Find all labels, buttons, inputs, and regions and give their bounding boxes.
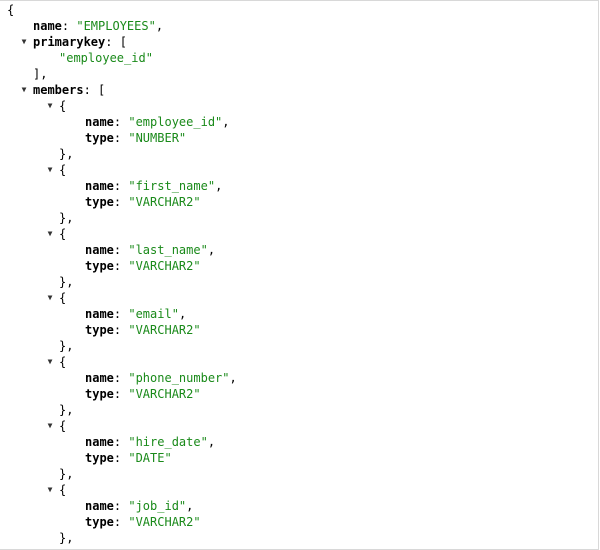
primarykey-line: primarykey: [ — [33, 35, 127, 49]
member-toggle-icon[interactable]: ▼ — [47, 229, 53, 238]
key-label: type — [85, 451, 114, 465]
member-name-value: "hire_date" — [128, 435, 208, 449]
member-close-brace: }, — [59, 339, 74, 353]
key-label: name — [85, 179, 114, 193]
key-label: type — [85, 131, 114, 145]
key-label: name — [85, 307, 114, 321]
close-bracket: ], — [33, 67, 48, 81]
member-type-value: "VARCHAR2" — [128, 515, 201, 529]
member-name-line: name: "job_id", — [85, 499, 194, 513]
member-open-brace: { — [59, 419, 67, 433]
member-name-value: "last_name" — [128, 243, 208, 257]
member-toggle-icon[interactable]: ▼ — [47, 293, 53, 302]
member-toggle-icon[interactable]: ▼ — [47, 101, 53, 110]
member-toggle-icon[interactable]: ▼ — [47, 165, 53, 174]
member-close-brace: }, — [59, 467, 74, 481]
key-label: name — [33, 19, 62, 33]
primarykey-value: "employee_id" — [59, 51, 153, 65]
key-label: members — [33, 83, 84, 97]
key-label: name — [85, 499, 114, 513]
member-name-line: name: "email", — [85, 307, 187, 321]
member-type-line: type: "VARCHAR2" — [85, 387, 201, 401]
member-name-line: name: "employee_id", — [85, 115, 230, 129]
key-label: name — [85, 115, 114, 129]
key-label: type — [85, 259, 114, 273]
member-open-brace: { — [59, 227, 67, 241]
member-type-value: "VARCHAR2" — [128, 387, 201, 401]
member-type-line: type: "NUMBER" — [85, 131, 187, 145]
member-close-brace: }, — [59, 275, 74, 289]
member-type-line: type: "DATE" — [85, 451, 172, 465]
member-name-value: "email" — [128, 307, 179, 321]
members-line: members: [ — [33, 83, 106, 97]
member-name-line: name: "hire_date", — [85, 435, 216, 449]
root-name-value: "EMPLOYEES" — [76, 19, 156, 33]
member-open-brace: { — [59, 355, 67, 369]
key-label: name — [85, 243, 114, 257]
member-close-brace: }, — [59, 147, 74, 161]
member-close-brace: }, — [59, 211, 74, 225]
key-label: name — [85, 371, 114, 385]
member-type-line: type: "VARCHAR2" — [85, 259, 201, 273]
member-name-line: name: "first_name", — [85, 179, 223, 193]
member-type-value: "DATE" — [128, 451, 172, 465]
member-name-value: "first_name" — [128, 179, 216, 193]
member-type-value: "VARCHAR2" — [128, 195, 201, 209]
member-close-brace: }, — [59, 403, 74, 417]
member-open-brace: { — [59, 99, 67, 113]
key-label: type — [85, 323, 114, 337]
member-open-brace: { — [59, 483, 67, 497]
key-label: name — [85, 435, 114, 449]
member-name-value: "employee_id" — [128, 115, 223, 129]
primarykey-item: "employee_id" — [59, 50, 153, 66]
member-open-brace: { — [59, 163, 67, 177]
member-toggle-icon[interactable]: ▼ — [47, 485, 53, 494]
member-type-value: "VARCHAR2" — [128, 323, 201, 337]
member-close-brace: }, — [59, 531, 74, 545]
member-toggle-icon[interactable]: ▼ — [47, 421, 53, 430]
member-type-line: type: "VARCHAR2" — [85, 195, 201, 209]
member-type-line: type: "VARCHAR2" — [85, 323, 201, 337]
key-label: type — [85, 515, 114, 529]
member-toggle-icon[interactable]: ▼ — [47, 357, 53, 366]
members-toggle-icon[interactable]: ▼ — [21, 85, 27, 94]
member-name-value: "phone_number" — [128, 371, 230, 385]
key-label: primarykey — [33, 35, 106, 49]
member-type-value: "NUMBER" — [128, 131, 187, 145]
key-label: type — [85, 195, 114, 209]
root-name-line: name: "EMPLOYEES", — [33, 19, 164, 33]
member-type-value: "VARCHAR2" — [128, 259, 201, 273]
member-type-line: type: "VARCHAR2" — [85, 515, 201, 529]
member-name-line: name: "phone_number", — [85, 371, 237, 385]
primarykey-toggle-icon[interactable]: ▼ — [21, 37, 27, 46]
member-name-line: name: "last_name", — [85, 243, 216, 257]
member-open-brace: { — [59, 291, 67, 305]
open-brace: { — [7, 3, 15, 17]
key-label: type — [85, 387, 114, 401]
member-name-value: "job_id" — [128, 499, 187, 513]
